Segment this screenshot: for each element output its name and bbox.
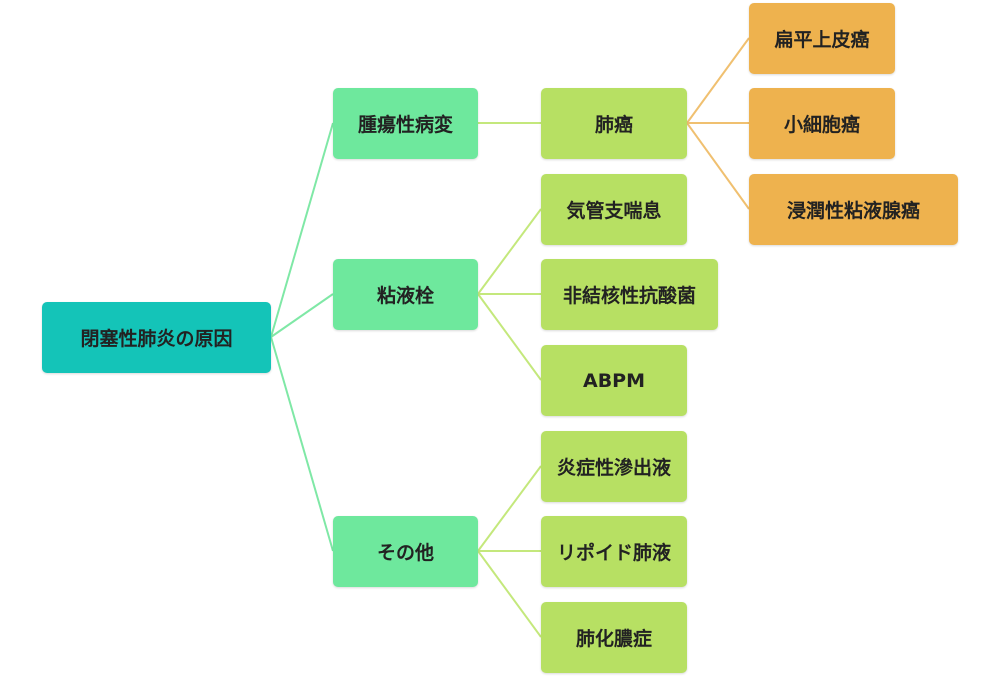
node-inflammatory-exudate: 炎症性滲出液 [541, 431, 687, 502]
node-ntm: 非結核性抗酸菌 [541, 259, 718, 330]
node-tumor: 腫瘍性病変 [333, 88, 478, 159]
node-lung-cancer: 肺癌 [541, 88, 687, 159]
edge-mucus-asthma [477, 208, 542, 295]
edge-root-other [270, 336, 334, 552]
node-lipoid: リポイド肺液 [541, 516, 687, 587]
node-asthma: 気管支喘息 [541, 174, 687, 245]
node-abpm: ABPM [541, 345, 687, 416]
edge-other-exudate [477, 465, 542, 552]
edge-root-mucus [270, 293, 334, 338]
node-root: 閉塞性肺炎の原因 [42, 302, 271, 373]
node-other: その他 [333, 516, 478, 587]
node-squamous: 扁平上皮癌 [749, 3, 895, 74]
edge-lungcancer-squamous [686, 37, 750, 124]
node-empyema: 肺化膿症 [541, 602, 687, 673]
node-small-cell: 小細胞癌 [749, 88, 895, 159]
edge-lungcancer-mucinous [686, 122, 750, 210]
node-mucus-plug: 粘液栓 [333, 259, 478, 330]
edge-other-empyema [477, 550, 542, 638]
edge-root-tumor [270, 122, 334, 338]
edge-mucus-abpm [477, 293, 542, 381]
node-invasive-mucinous: 浸潤性粘液腺癌 [749, 174, 958, 245]
